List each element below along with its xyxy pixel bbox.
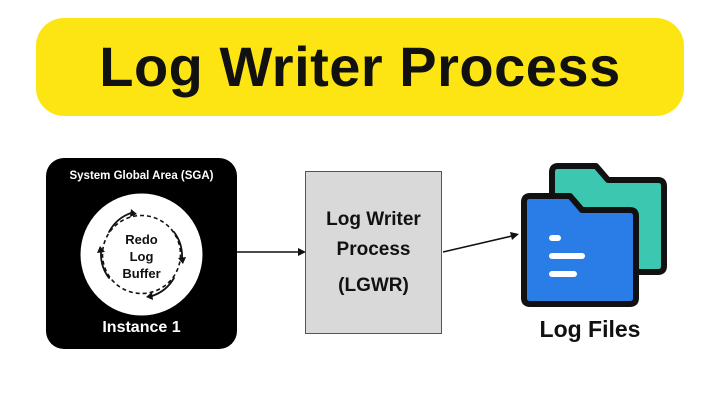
buffer-line-1: Redo xyxy=(125,232,158,247)
folder-icon xyxy=(521,163,667,307)
lgwr-line-3: (LGWR) xyxy=(338,274,409,296)
title-banner: Log Writer Process xyxy=(36,18,684,116)
sga-instance-box: System Global Area (SGA) Redo Log Buffer… xyxy=(46,158,237,349)
lgwr-process-box: Log Writer Process (LGWR) xyxy=(305,171,442,334)
redo-log-buffer-icon: Redo Log Buffer xyxy=(80,193,203,316)
arrow-lgwr-to-logfiles xyxy=(442,232,519,253)
lgwr-line-2: Process xyxy=(336,238,411,260)
buffer-line-2: Log xyxy=(130,249,154,264)
log-files-label: Log Files xyxy=(539,316,641,342)
diagram-title: Log Writer Process xyxy=(99,35,621,98)
lgwr-line-1: Log Writer xyxy=(326,208,421,230)
arrow-sga-to-lgwr xyxy=(237,248,306,256)
instance-label: Instance 1 xyxy=(102,319,181,336)
sga-label: System Global Area (SGA) xyxy=(69,170,214,182)
buffer-line-3: Buffer xyxy=(122,266,160,281)
